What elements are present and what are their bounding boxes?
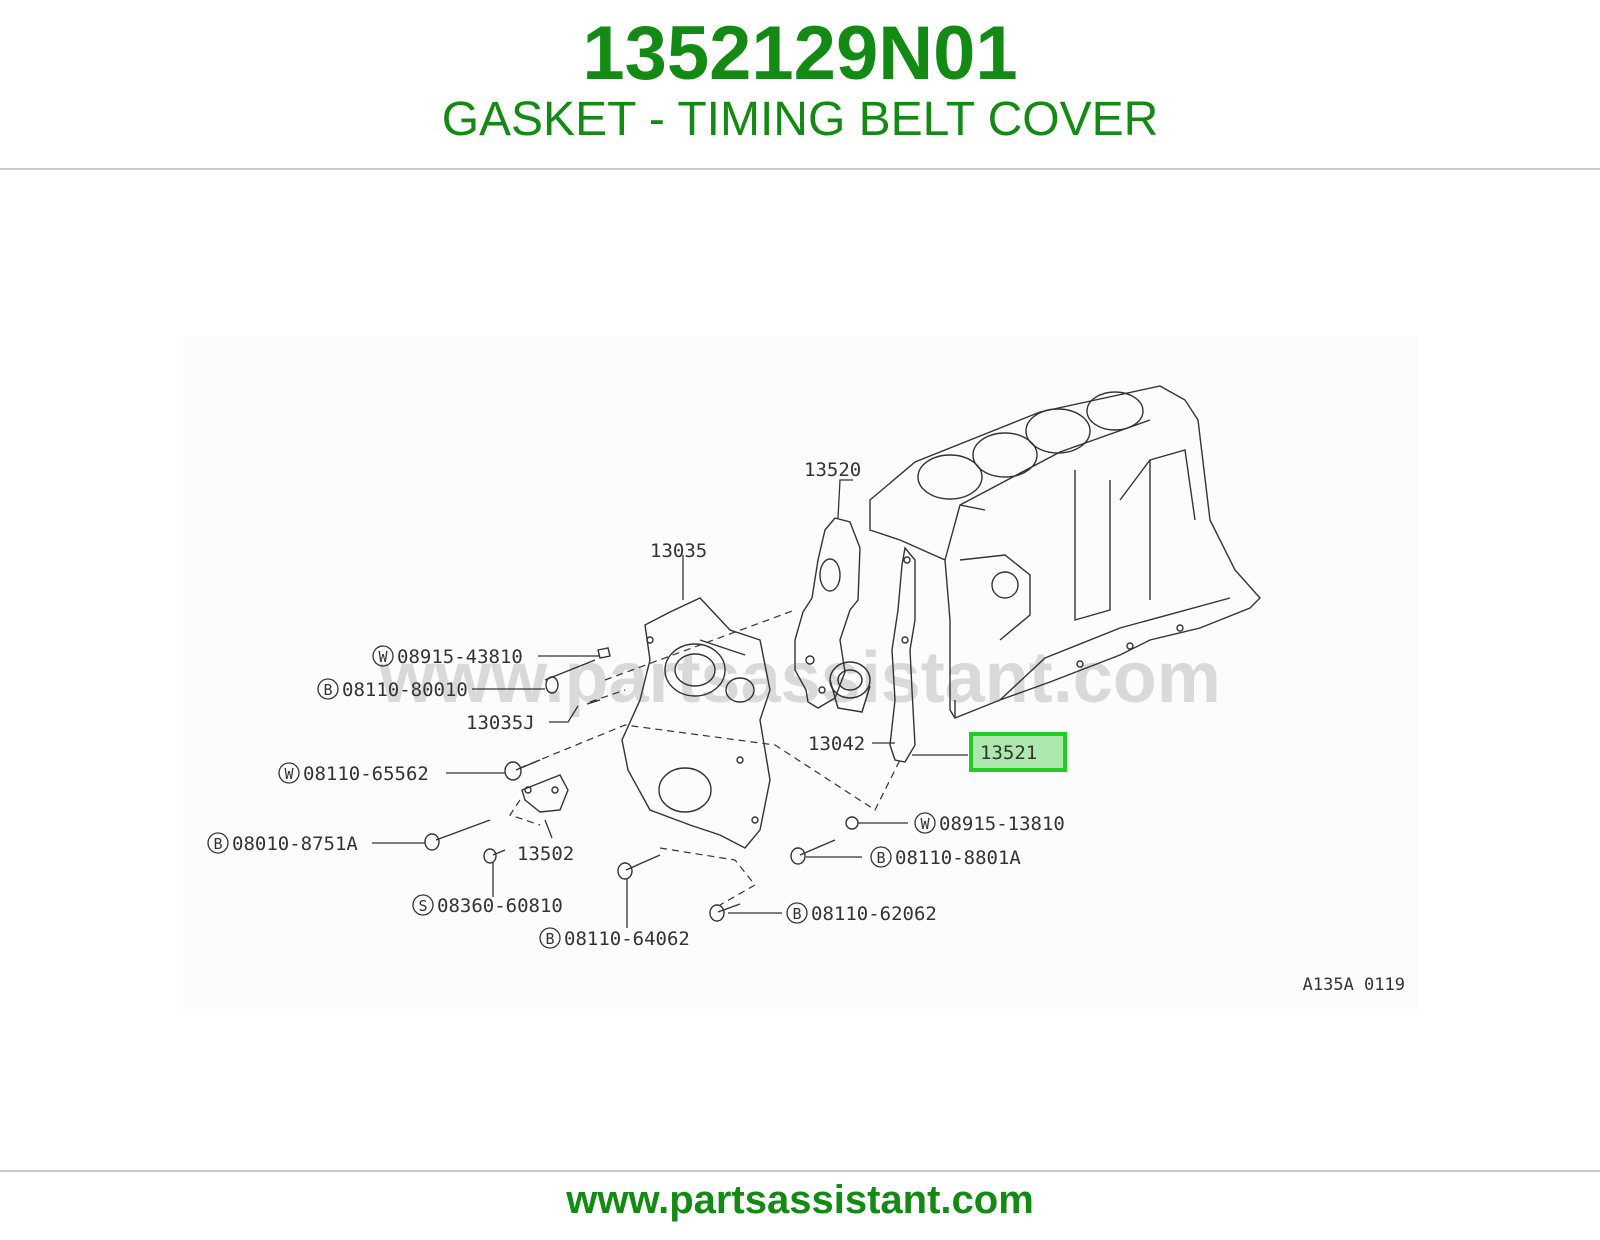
label-08915-43810[interactable]: 08915-43810 — [397, 646, 523, 668]
label-08360-60810[interactable]: 08360-60810 — [437, 895, 563, 917]
marker-b: B — [876, 849, 885, 867]
washer-marker-icon — [914, 812, 936, 834]
label-08110-64062[interactable]: 08110-64062 — [564, 928, 690, 950]
washer-marker-icon — [372, 645, 394, 667]
gasket-13521-drawing — [889, 546, 916, 763]
label-13521[interactable]: 13521 — [980, 742, 1037, 764]
label-13035[interactable]: 13035 — [650, 540, 707, 562]
marker-s: S — [418, 897, 427, 915]
bolt-marker-icon — [207, 832, 229, 854]
leader-lines — [372, 479, 968, 928]
marker-b: B — [545, 930, 554, 948]
washer-marker-icon — [278, 762, 300, 784]
assembly-dashed-lines — [509, 609, 901, 906]
marker-w: W — [284, 765, 294, 783]
highlight-box-13521[interactable] — [969, 732, 1067, 772]
label-08915-13810[interactable]: 08915-13810 — [939, 813, 1065, 835]
engine-block-drawing — [869, 385, 1261, 719]
label-13520[interactable]: 13520 — [804, 459, 861, 481]
label-13042[interactable]: 13042 — [808, 733, 865, 755]
label-08010-8751a[interactable]: 08010-8751A — [232, 833, 358, 855]
gasket-13520-drawing — [794, 517, 861, 709]
label-13035j[interactable]: 13035J — [466, 712, 535, 734]
header-divider — [0, 168, 1600, 170]
front-cover-13035-drawing — [621, 597, 771, 849]
bracket-13502-drawing — [521, 774, 569, 813]
part-number-title: 1352129N01 — [582, 11, 1018, 96]
label-08110-62062[interactable]: 08110-62062 — [811, 903, 937, 925]
screw-marker-icon — [412, 894, 434, 916]
label-08110-65562[interactable]: 08110-65562 — [303, 763, 429, 785]
label-13502[interactable]: 13502 — [517, 843, 574, 865]
bolt-marker-icon — [539, 927, 561, 949]
figure-code: A135A 0119 — [1303, 975, 1405, 995]
footer-url[interactable]: www.partsassistant.com — [566, 1178, 1034, 1222]
bolt-marker-icon — [317, 678, 339, 700]
bolt-marker-icon — [870, 846, 892, 868]
label-08110-80010[interactable]: 08110-80010 — [342, 679, 468, 701]
marker-b: B — [323, 681, 332, 699]
part-description: GASKET - TIMING BELT COVER — [441, 93, 1159, 146]
marker-w: W — [920, 815, 930, 833]
marker-w: W — [378, 648, 388, 666]
footer-divider — [0, 1170, 1600, 1172]
bolt-marker-icon — [786, 902, 808, 924]
marker-b: B — [213, 835, 222, 853]
label-08110-8801a[interactable]: 08110-8801A — [895, 847, 1021, 869]
marker-b: B — [792, 905, 801, 923]
oil-seal-13042-drawing — [829, 661, 871, 713]
